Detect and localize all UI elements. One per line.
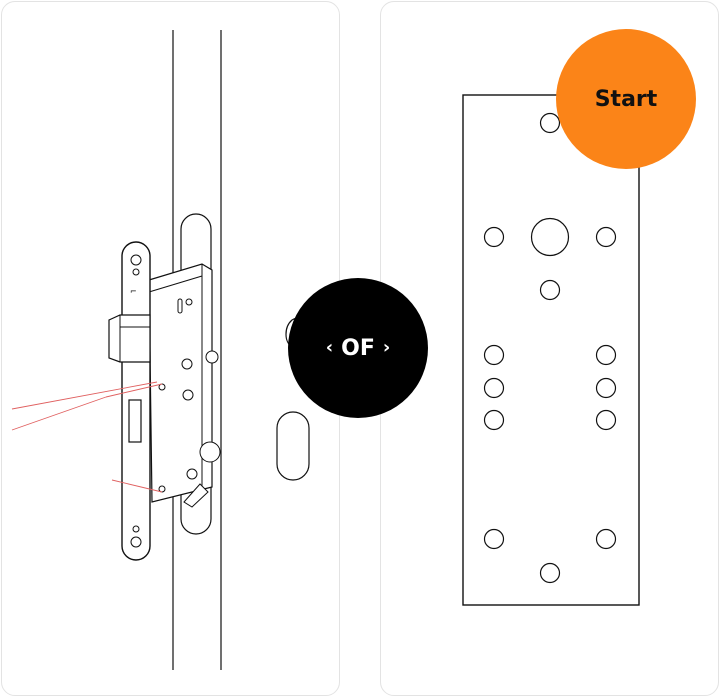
template-hole-large [530, 217, 570, 257]
template-hole [539, 279, 561, 301]
or-toggle-button[interactable]: ‹ OF › [288, 278, 428, 418]
deadbolt-slot [128, 399, 142, 443]
template-hole [483, 528, 505, 550]
annotation-line [111, 479, 163, 493]
template-hole [483, 377, 505, 399]
lock-installation-panel: ⌐ [1, 1, 340, 696]
chevron-left-icon: ‹ [325, 337, 334, 358]
template-hole [483, 226, 505, 248]
drilling-template-drawing [462, 94, 640, 606]
template-hole [539, 112, 561, 134]
svg-text:⌐: ⌐ [130, 287, 137, 296]
annotation-line [11, 381, 158, 410]
drilling-template-panel [380, 1, 719, 696]
lock-installation-drawing: ⌐ [11, 30, 339, 670]
template-hole [595, 528, 617, 550]
template-hole [539, 562, 561, 584]
or-toggle-label: OF [341, 335, 375, 361]
latch-bolt [108, 314, 151, 363]
template-hole [595, 409, 617, 431]
start-button-label: Start [594, 86, 658, 112]
annotation-line [11, 396, 107, 431]
lock-case [148, 263, 213, 503]
template-hole [595, 226, 617, 248]
start-button[interactable]: Start [556, 29, 696, 169]
chevron-right-icon: › [382, 337, 391, 358]
template-hole [483, 409, 505, 431]
template-hole [595, 344, 617, 366]
template-hole [483, 344, 505, 366]
template-hole [595, 377, 617, 399]
keyhole-slot [276, 411, 310, 481]
